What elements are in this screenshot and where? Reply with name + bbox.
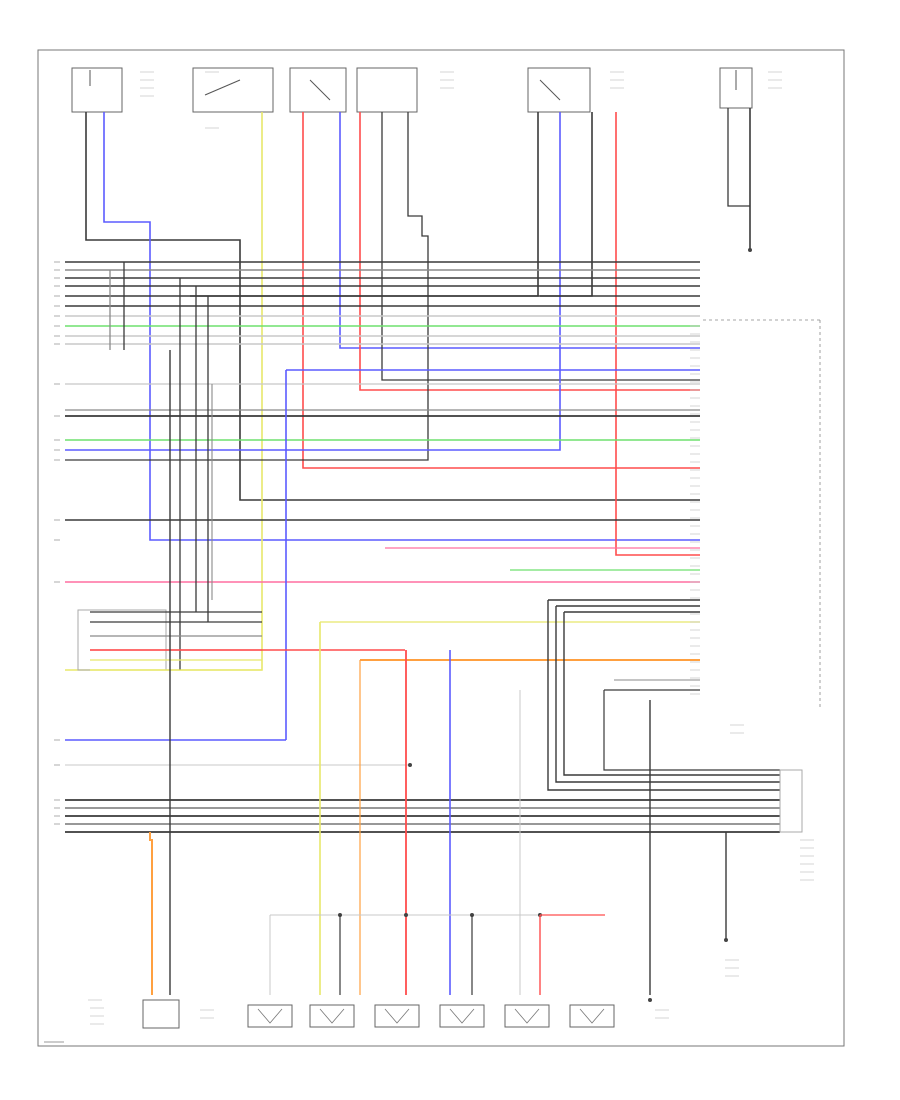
- injector-icon: [309, 1004, 355, 1028]
- wire: [65, 112, 263, 671]
- relay-icon: [289, 67, 347, 113]
- ground-icon: [648, 998, 652, 1002]
- injector-icon: [569, 1004, 615, 1028]
- wire: [302, 112, 700, 469]
- wire: [615, 112, 700, 556]
- wire: [603, 690, 780, 771]
- wire: [727, 108, 750, 207]
- diagram-frame: [37, 49, 845, 1047]
- injector-icon: [374, 1004, 420, 1028]
- wire: [190, 112, 539, 297]
- wire: [65, 112, 429, 461]
- connector-icon: [77, 609, 167, 671]
- relay-icon: [356, 67, 418, 113]
- wire: [547, 600, 780, 791]
- wire: [339, 112, 700, 349]
- injector-icon: [504, 1004, 550, 1028]
- injector-icon: [247, 1004, 293, 1028]
- wire: [103, 112, 700, 541]
- wire: [540, 112, 593, 297]
- relay-icon: [142, 999, 180, 1029]
- switch-contact: [539, 79, 561, 101]
- relay-icon: [527, 67, 591, 113]
- injector-symbol: [384, 1008, 410, 1024]
- wire: [149, 832, 153, 995]
- wire: [359, 112, 700, 391]
- switch-contact: [204, 79, 241, 96]
- wire: [555, 606, 780, 783]
- wire: [381, 112, 700, 381]
- ground-icon: [748, 248, 752, 252]
- splice-icon: [408, 763, 412, 767]
- ground-icon: [724, 938, 728, 942]
- switch-contact: [309, 79, 331, 101]
- wire: [85, 112, 700, 501]
- injector-icon: [439, 1004, 485, 1028]
- switch-icon: [71, 67, 123, 113]
- injector-symbol: [449, 1008, 475, 1024]
- injector-symbol: [319, 1008, 345, 1024]
- injector-symbol: [579, 1008, 605, 1024]
- wire: [65, 112, 561, 451]
- switch-icon: [192, 67, 274, 113]
- wire: [563, 612, 780, 776]
- connector-icon: [779, 769, 803, 833]
- injector-symbol: [257, 1008, 283, 1024]
- switch-icon: [719, 67, 753, 109]
- injector-symbol: [514, 1008, 540, 1024]
- splice-icon: [404, 913, 408, 917]
